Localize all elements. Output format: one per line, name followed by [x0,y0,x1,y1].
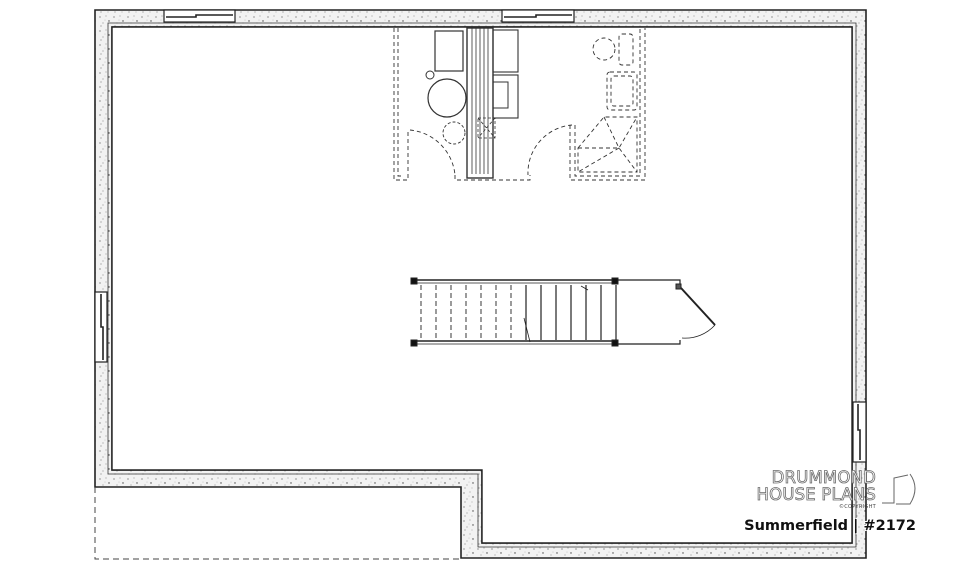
plan-caption: Summerfield | #2172 [744,518,916,534]
drummond-d-logo-icon [882,473,916,505]
plan-name: Summerfield [744,518,849,534]
foundation-walls [94,9,867,559]
plan-number: #2172 [863,518,916,534]
brand-watermark: DRUMMOND HOUSE PLANS ©COPYRIGHT [756,468,876,510]
staircase [410,277,716,347]
unexcavated-area [94,487,461,560]
caption-separator: | [853,518,859,534]
bathroom-rough-in [569,28,646,181]
windows [94,9,867,463]
laundry-area [393,27,573,181]
copyright-notice: ©COPYRIGHT [838,504,876,510]
brand-name-line1: DRUMMOND [771,468,876,487]
brand-name-line2: HOUSE PLANS [756,484,876,504]
